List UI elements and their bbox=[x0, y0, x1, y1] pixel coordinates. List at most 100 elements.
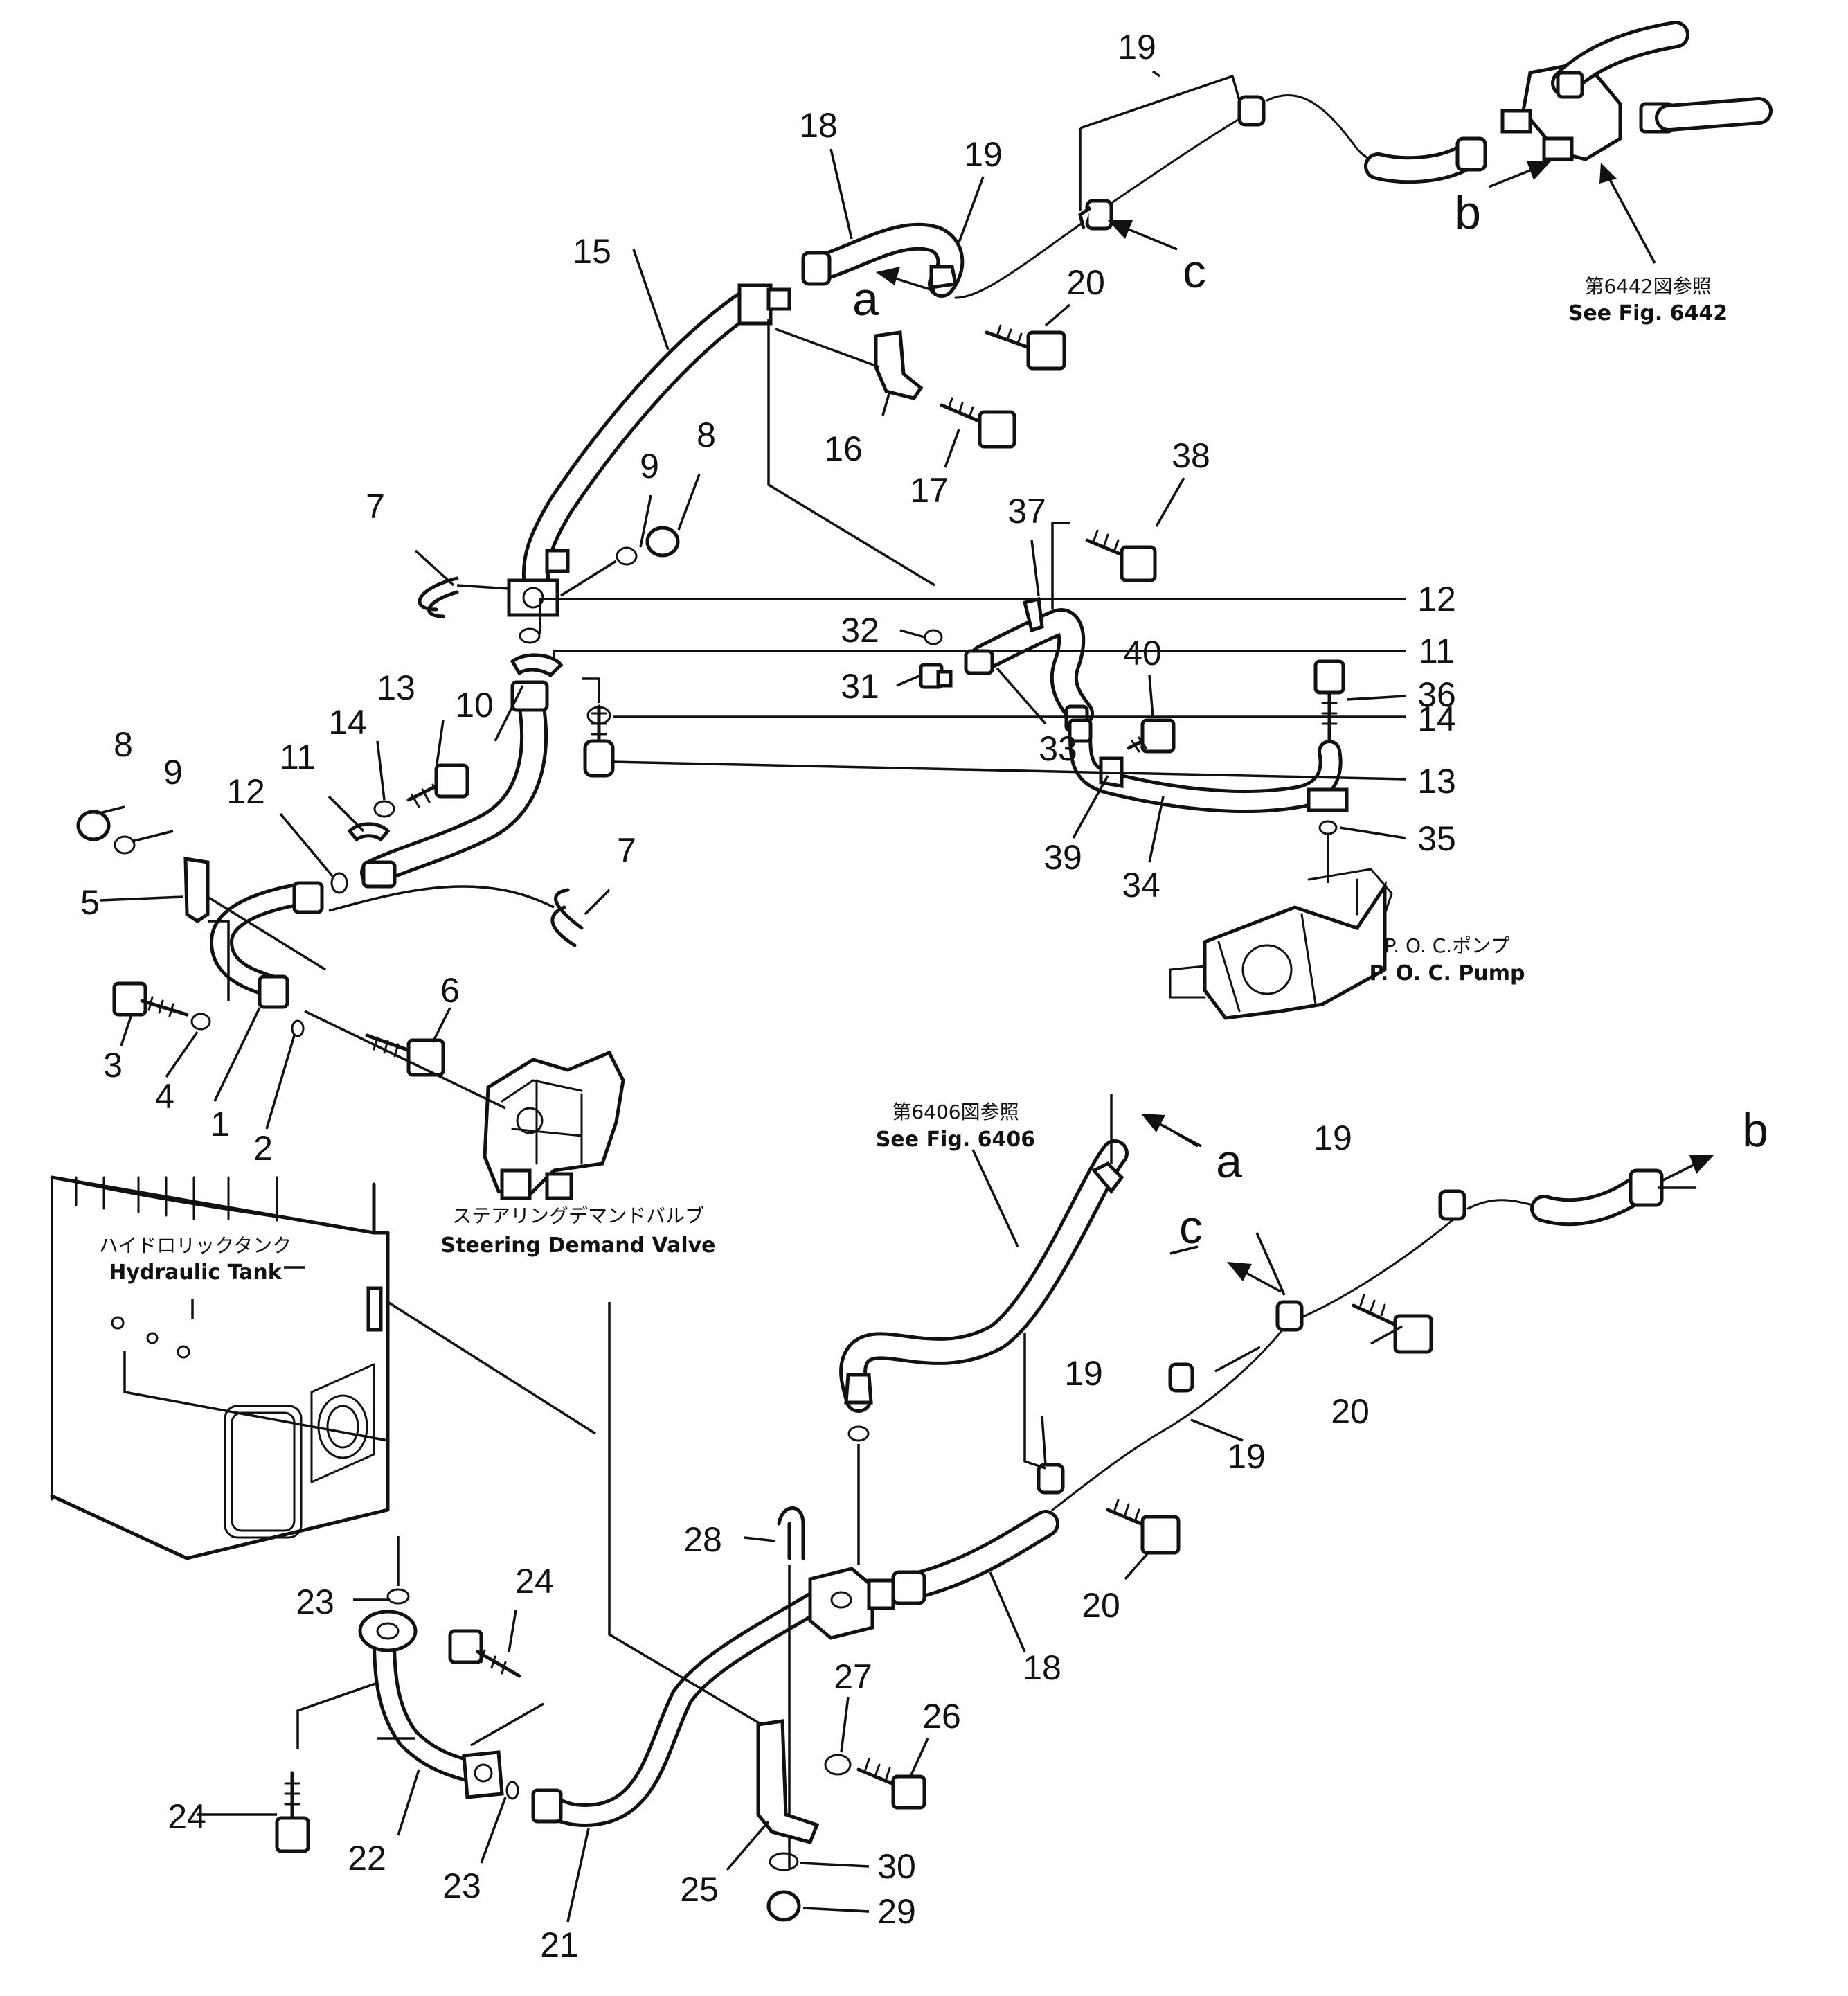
callout-18-bottom: 18 bbox=[1023, 1648, 1061, 1687]
callout-15: 15 bbox=[573, 232, 611, 271]
clamp-19-c bbox=[1085, 199, 1113, 231]
fitting-18-bottom bbox=[891, 1570, 926, 1605]
callout-13-left: 13 bbox=[377, 668, 415, 707]
callout-19-top: 19 bbox=[1118, 28, 1156, 66]
flange-block-15 bbox=[507, 578, 559, 617]
callout-2: 2 bbox=[253, 1129, 273, 1168]
callout-19-lower-right: 19 bbox=[1313, 1119, 1352, 1157]
callout-36: 36 bbox=[1417, 675, 1456, 714]
callout-numbers: 1 2 3 4 5 6 7 7 8 8 9 9 10 11 11 12 12 1… bbox=[80, 28, 1456, 1964]
callout-34: 34 bbox=[1122, 866, 1160, 905]
ubolt-7-mid bbox=[550, 888, 584, 947]
fitting-31 bbox=[919, 663, 953, 689]
callout-25: 25 bbox=[680, 1870, 719, 1909]
marker-a-top: a bbox=[852, 273, 879, 326]
callout-24-left: 24 bbox=[168, 1797, 206, 1836]
bolt-20-mid bbox=[1352, 1294, 1433, 1354]
callout-20-mid: 20 bbox=[1331, 1392, 1370, 1431]
callout-13-right: 13 bbox=[1417, 762, 1456, 801]
bracket-5 bbox=[183, 857, 210, 924]
junction-block-6442 bbox=[1500, 21, 1773, 161]
callout-40: 40 bbox=[1123, 634, 1162, 672]
callout-24-top: 24 bbox=[515, 1562, 554, 1601]
caption-poc-en: P. O. C. Pump bbox=[1370, 961, 1525, 986]
callout-29: 29 bbox=[877, 1892, 916, 1931]
callout-19-lower-mid: 19 bbox=[1064, 1354, 1103, 1393]
bolt-17 bbox=[940, 397, 1016, 449]
callout-12-left: 12 bbox=[226, 772, 265, 811]
bolt-24-left bbox=[275, 1771, 310, 1853]
bolt-40 bbox=[1127, 718, 1176, 754]
nut-8-top bbox=[645, 526, 680, 558]
bracket-25 bbox=[756, 1719, 820, 1844]
bolt-38 bbox=[1085, 529, 1157, 582]
callout-5: 5 bbox=[80, 883, 100, 922]
elbow-block-upper bbox=[737, 283, 773, 326]
washer-9-top bbox=[616, 546, 638, 566]
bolt-26 bbox=[856, 1758, 926, 1810]
callout-27: 27 bbox=[834, 1657, 872, 1696]
callout-20-top: 20 bbox=[1066, 263, 1105, 302]
callout-11-right: 11 bbox=[1419, 632, 1455, 670]
bolt-13-right bbox=[583, 704, 615, 778]
callout-31: 31 bbox=[841, 667, 879, 706]
bolt-36 bbox=[1313, 659, 1345, 743]
poc-pump bbox=[1169, 868, 1393, 1020]
clamp-19-lower-b bbox=[1168, 1362, 1194, 1393]
callout-1: 1 bbox=[210, 1105, 230, 1143]
caption-fig6406-jp: 第6406図参照 bbox=[892, 1101, 1019, 1123]
block-21 bbox=[808, 1567, 895, 1640]
callout-23-bottom: 23 bbox=[442, 1866, 481, 1905]
ubolt-28 bbox=[777, 1506, 805, 1560]
callout-21: 21 bbox=[540, 1925, 579, 1964]
callout-30: 30 bbox=[877, 1847, 916, 1886]
bolt-3 bbox=[112, 981, 189, 1017]
callout-33: 33 bbox=[1039, 729, 1077, 768]
bolt-6 bbox=[365, 1033, 445, 1077]
steering-demand-valve bbox=[483, 1050, 625, 1200]
bolt-13-left bbox=[406, 763, 469, 808]
callout-12-right: 12 bbox=[1417, 580, 1456, 618]
bracket-16 bbox=[874, 330, 924, 400]
bolt-24-top bbox=[448, 1629, 521, 1678]
ubolt-7-top bbox=[418, 576, 459, 618]
clamp-19-lower-c bbox=[1275, 1300, 1304, 1332]
callout-11-left: 11 bbox=[280, 738, 316, 776]
bolt-20-top bbox=[985, 324, 1066, 371]
callout-7-mid: 7 bbox=[617, 831, 636, 870]
callout-18-top: 18 bbox=[799, 106, 838, 145]
callout-39: 39 bbox=[1043, 838, 1082, 877]
marker-b-top: b bbox=[1455, 186, 1481, 239]
caption-fig6406-en: See Fig. 6406 bbox=[876, 1128, 1035, 1152]
marker-b-bottom: b bbox=[1742, 1104, 1768, 1157]
callout-32: 32 bbox=[841, 611, 879, 650]
arrows bbox=[876, 161, 1714, 1293]
callout-8-top: 8 bbox=[697, 416, 716, 454]
marker-c-top: c bbox=[1183, 245, 1206, 298]
callout-19-lower: 19 bbox=[1227, 1437, 1266, 1476]
callout-38: 38 bbox=[1172, 436, 1210, 475]
callout-14-left: 14 bbox=[328, 703, 367, 742]
callout-16: 16 bbox=[824, 429, 863, 468]
callout-23-top: 23 bbox=[296, 1583, 334, 1621]
callout-4: 4 bbox=[155, 1077, 174, 1116]
callout-37: 37 bbox=[1007, 492, 1046, 531]
marker-c-bottom: c bbox=[1179, 1201, 1203, 1254]
callout-35: 35 bbox=[1417, 819, 1456, 858]
callout-3: 3 bbox=[103, 1046, 123, 1085]
callout-17: 17 bbox=[910, 471, 949, 510]
callout-20-bottom: 20 bbox=[1082, 1586, 1120, 1625]
leaders bbox=[96, 70, 1696, 1923]
callout-19-upper: 19 bbox=[964, 135, 1003, 174]
caption-poc-jp: P. O. C.ポンプ bbox=[1385, 934, 1510, 957]
callout-14-right: 14 bbox=[1417, 700, 1456, 738]
hydraulic-tank bbox=[50, 1175, 390, 1560]
callout-7-top: 7 bbox=[366, 487, 385, 526]
caption-fig6442-en: See Fig. 6442 bbox=[1568, 301, 1728, 326]
callout-9-top: 9 bbox=[640, 447, 659, 485]
callout-10: 10 bbox=[455, 686, 494, 724]
connection-letters: a b c a b c bbox=[852, 186, 1768, 1254]
caption-steering-en: Steering Demand Valve bbox=[440, 1233, 715, 1258]
callout-9-left: 9 bbox=[163, 753, 183, 792]
